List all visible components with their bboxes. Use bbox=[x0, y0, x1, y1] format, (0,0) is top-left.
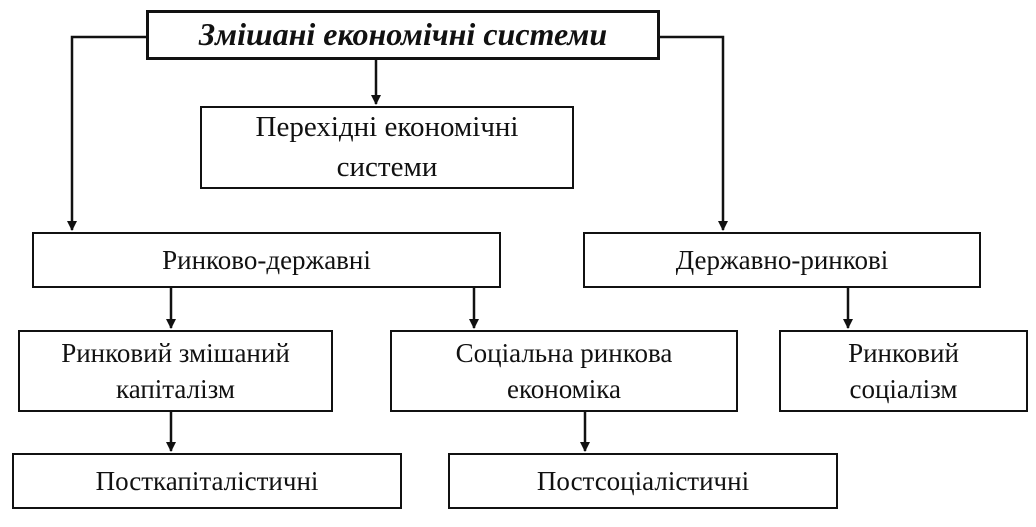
mixed-economic-systems-box: Змішані економічні системи bbox=[146, 10, 660, 60]
market-socialism-label: Ринковий соціалізм bbox=[848, 337, 959, 404]
market-state-label: Ринково-державні bbox=[162, 244, 371, 275]
postsocialist-box: Постсоціалістичні bbox=[448, 453, 838, 509]
postcapitalist-label: Посткапіталістичні bbox=[95, 465, 319, 496]
postcapitalist-box: Посткапіталістичні bbox=[12, 453, 402, 509]
state-market-label: Державно-ринкові bbox=[675, 244, 889, 275]
social-market-economy-box: Соціальна ринкова економіка bbox=[390, 330, 738, 412]
market-socialism-box: Ринковий соціалізм bbox=[779, 330, 1028, 412]
connector-root-to-state-market bbox=[660, 35, 728, 231]
market-mixed-capitalism-label: Ринковий змішаний капіталізм bbox=[61, 337, 290, 404]
market-state-box: Ринково-державні bbox=[32, 232, 501, 288]
social-market-economy-label: Соціальна ринкова економіка bbox=[455, 337, 673, 404]
transitional-economic-systems-label: Перехідні економічні системи bbox=[255, 111, 519, 183]
transitional-economic-systems-box: Перехідні економічні системи bbox=[200, 106, 574, 189]
mixed-economic-systems-label: Змішані економічні системи bbox=[198, 16, 608, 53]
connector-root-to-market-state bbox=[67, 35, 146, 231]
postsocialist-label: Постсоціалістичні bbox=[536, 465, 750, 496]
market-mixed-capitalism-box: Ринковий змішаний капіталізм bbox=[18, 330, 333, 412]
state-market-box: Державно-ринкові bbox=[583, 232, 981, 288]
